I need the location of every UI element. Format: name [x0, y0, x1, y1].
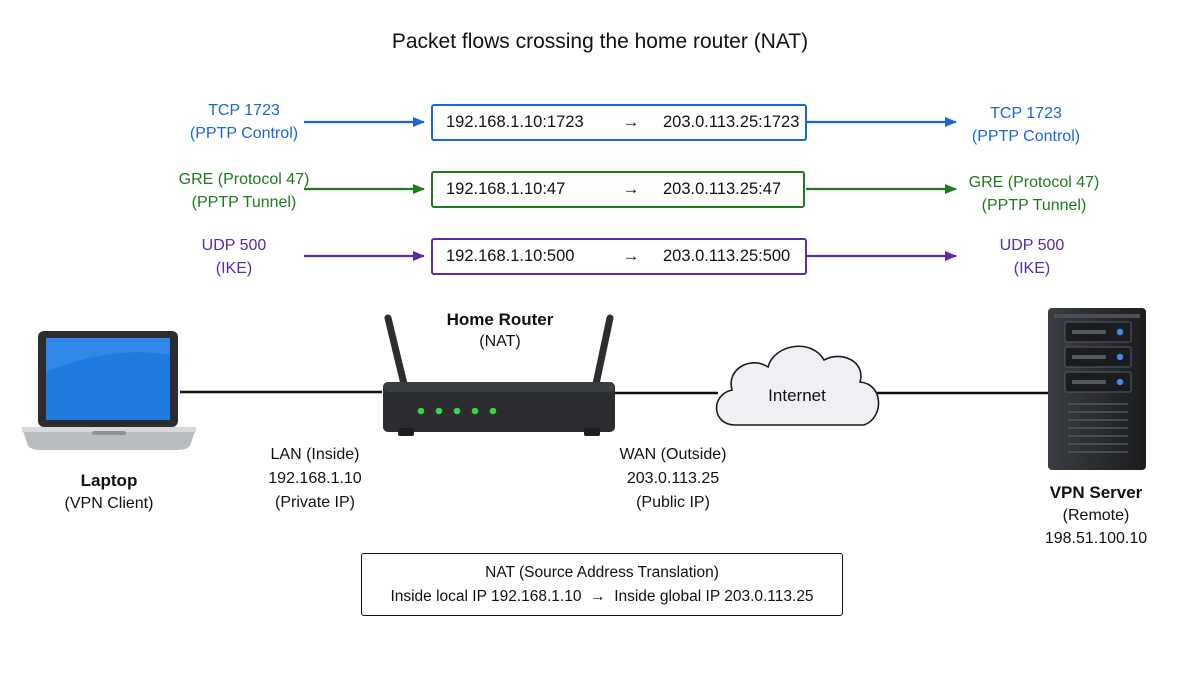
lan-kind: (Private IP)	[274, 494, 355, 511]
flow-label-udp-left: UDP 500 (IKE)	[144, 234, 324, 280]
server-ip: 198.51.100.10	[1044, 530, 1148, 547]
server-subtitle: (Remote)	[1062, 507, 1130, 524]
nat-translation-box: NAT (Source Address Translation) Inside …	[361, 553, 843, 616]
server-label: VPN Server (Remote) 198.51.100.10	[1021, 481, 1171, 550]
router-subtitle: (NAT)	[479, 333, 521, 350]
wan-kind: (Public IP)	[636, 494, 710, 511]
flow-label-udp-right: UDP 500 (IKE)	[942, 234, 1122, 280]
laptop-subtitle: (VPN Client)	[64, 495, 154, 512]
diagram-title: Packet flows crossing the home router (N…	[391, 30, 809, 53]
flow-destination: 203.0.113.25:500	[663, 247, 791, 265]
flow-purpose: (PPTP Control)	[971, 128, 1081, 145]
flow-destination: 203.0.113.25:47	[663, 180, 782, 198]
flow-purpose: (IKE)	[215, 260, 253, 277]
cloud-icon	[715, 345, 880, 426]
flow-label-tcp-right: TCP 1723 (PPTP Control)	[936, 102, 1116, 148]
laptop-label: Laptop (VPN Client)	[34, 469, 184, 515]
arrow-icon: →	[622, 180, 640, 198]
wan-ip: 203.0.113.25	[626, 470, 720, 487]
flow-purpose: (PPTP Tunnel)	[981, 197, 1087, 214]
nat-box-title: NAT (Source Address Translation)	[485, 564, 719, 581]
flow-purpose: (PPTP Tunnel)	[191, 194, 297, 211]
flow-label-gre-right: GRE (Protocol 47) (PPTP Tunnel)	[928, 171, 1140, 217]
flow-source: 192.168.1.10:47	[446, 180, 566, 198]
flow-protocol: UDP 500	[201, 237, 267, 254]
flow-label-gre-left: GRE (Protocol 47) (PPTP Tunnel)	[138, 168, 350, 214]
wan-title: WAN (Outside)	[619, 446, 727, 463]
flow-destination: 203.0.113.25:1723	[663, 113, 800, 131]
router-icon	[383, 314, 615, 436]
lan-label: LAN (Inside) 192.168.1.10 (Private IP)	[240, 443, 390, 515]
server-name: VPN Server	[1049, 483, 1143, 502]
nat-box-mapping: Inside local IP 192.168.1.10 → Inside gl…	[390, 588, 814, 605]
network-links	[180, 390, 1048, 395]
flow-protocol: UDP 500	[999, 237, 1065, 254]
flow-arrows	[304, 117, 957, 261]
flow-translation-gre: 192.168.1.10:47 → 203.0.113.25:47	[431, 171, 805, 208]
laptop-icon	[22, 331, 196, 450]
flow-protocol: GRE (Protocol 47)	[968, 174, 1100, 191]
flow-source: 192.168.1.10:500	[446, 247, 575, 265]
lan-title: LAN (Inside)	[270, 446, 360, 463]
lan-ip: 192.168.1.10	[268, 470, 362, 487]
flow-protocol: GRE (Protocol 47)	[178, 171, 310, 188]
internet-label: Internet	[768, 386, 826, 405]
arrow-icon: →	[622, 113, 640, 131]
flow-translation-udp: 192.168.1.10:500 → 203.0.113.25:500	[431, 238, 807, 275]
flow-protocol: TCP 1723	[208, 102, 280, 119]
flow-source: 192.168.1.10:1723	[446, 113, 584, 131]
flow-protocol: TCP 1723	[990, 105, 1062, 122]
flow-label-tcp-left: TCP 1723 (PPTP Control)	[154, 99, 334, 145]
router-name: Home Router	[446, 310, 554, 329]
router-label: Home Router (NAT)	[410, 309, 590, 353]
arrow-icon: →	[622, 247, 640, 265]
server-icon	[1048, 308, 1146, 470]
flow-purpose: (PPTP Control)	[189, 125, 299, 142]
wan-label: WAN (Outside) 203.0.113.25 (Public IP)	[598, 443, 748, 515]
flow-purpose: (IKE)	[1013, 260, 1051, 277]
flow-translation-tcp: 192.168.1.10:1723 → 203.0.113.25:1723	[431, 104, 807, 141]
laptop-name: Laptop	[80, 471, 138, 490]
